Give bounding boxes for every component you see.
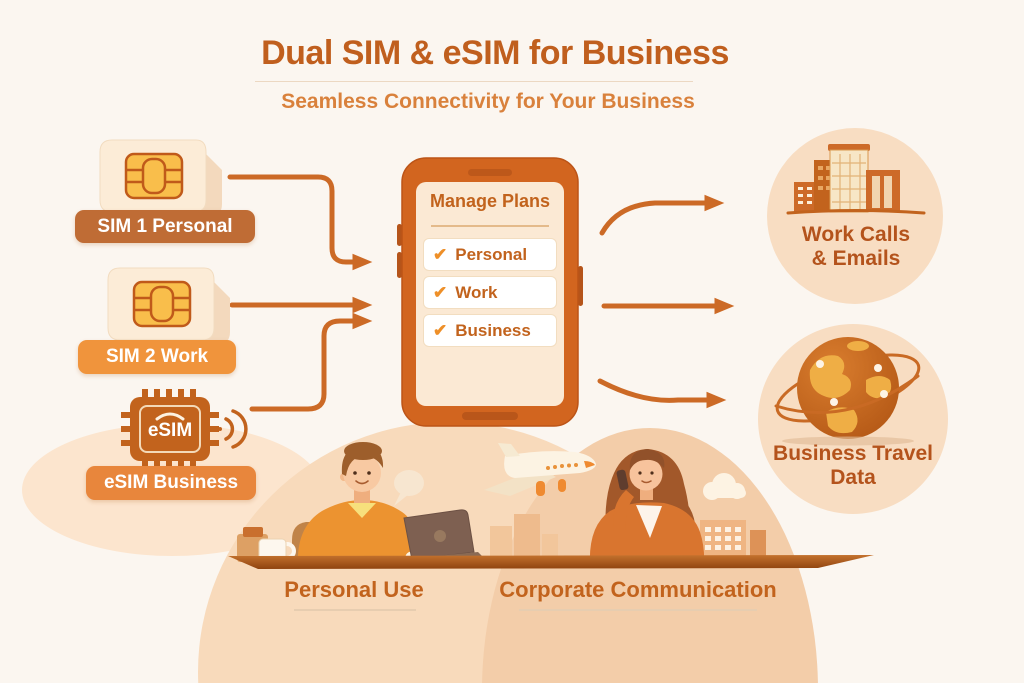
cockpit-window [584,461,595,468]
woman-illustration [589,449,705,566]
wifi-signal-icon [218,409,248,449]
label-sim1-personal: SIM 1 Personal [75,210,255,243]
arrow-esim-to-phone [249,312,373,412]
phone-side-button [578,266,583,306]
mobile-phone-icon [616,469,629,491]
man-illustration [297,442,456,566]
phone-home-bar [462,412,518,420]
outcome-line: Business Travel [773,442,933,465]
outcome-text-work-calls: Work Calls & Emails [766,223,946,271]
airplane-icon [484,443,596,496]
outcome-line: & Emails [811,247,901,270]
outcome-line: Work Calls [801,223,911,246]
label-esim-business: eSIM Business [86,466,256,500]
sim-card-2-icon [106,266,232,346]
phone-side-button [397,224,402,246]
esim-chip-text: eSIM [147,420,193,441]
arrow-phone-to-workcalls [599,194,725,236]
arrows-left [227,174,373,412]
plan-label: Business [455,320,531,340]
arrows-right [597,194,735,409]
page-subtitle: Seamless Connectivity for Your Business [281,90,695,113]
outcome-text-travel-data: Business Travel Data [763,442,943,490]
checkmark-icon: ✔ [433,321,448,340]
title-divider [255,81,693,82]
page-title: Dual SIM & eSIM for Business [261,34,729,72]
speech-bubble-icon [394,470,424,506]
checkmark-icon: ✔ [433,245,448,264]
man-sweater [297,500,420,566]
checkmark-icon: ✔ [433,283,448,302]
outcome-circle-work-calls [767,128,943,304]
phone-side-button [397,252,402,278]
outcome-circle-travel-data [758,324,948,514]
scene-label-underline [519,609,757,611]
plan-row-business: ✔ Business [423,314,557,347]
arrow-phone-to-traveldata [597,378,727,409]
desk-line [228,555,874,569]
collar [348,503,376,518]
cloud-icon [703,473,746,500]
plan-label: Work [455,282,498,302]
label-sim2-work: SIM 2 Work [78,340,236,374]
esim-chip-icon [121,389,248,469]
phone-heading: Manage Plans [429,191,551,211]
outcome-line: Data [830,466,876,489]
plan-row-work: ✔ Work [423,276,557,309]
phone-speaker [468,169,512,176]
plan-label: Personal [455,244,528,264]
globe-shadow [782,436,914,446]
woman-face [629,457,663,491]
globe-icon [774,337,921,446]
man-face [343,454,381,492]
arrow-sim1-to-phone [227,174,373,271]
scene-label-underline [294,609,416,611]
plan-row-personal: ✔ Personal [423,238,557,271]
buildings-icon [786,144,926,215]
scene-label-corporate-communication: Corporate Communication [499,577,777,602]
scene-label-personal-use: Personal Use [284,577,424,602]
sim-card-1-icon [98,138,224,218]
